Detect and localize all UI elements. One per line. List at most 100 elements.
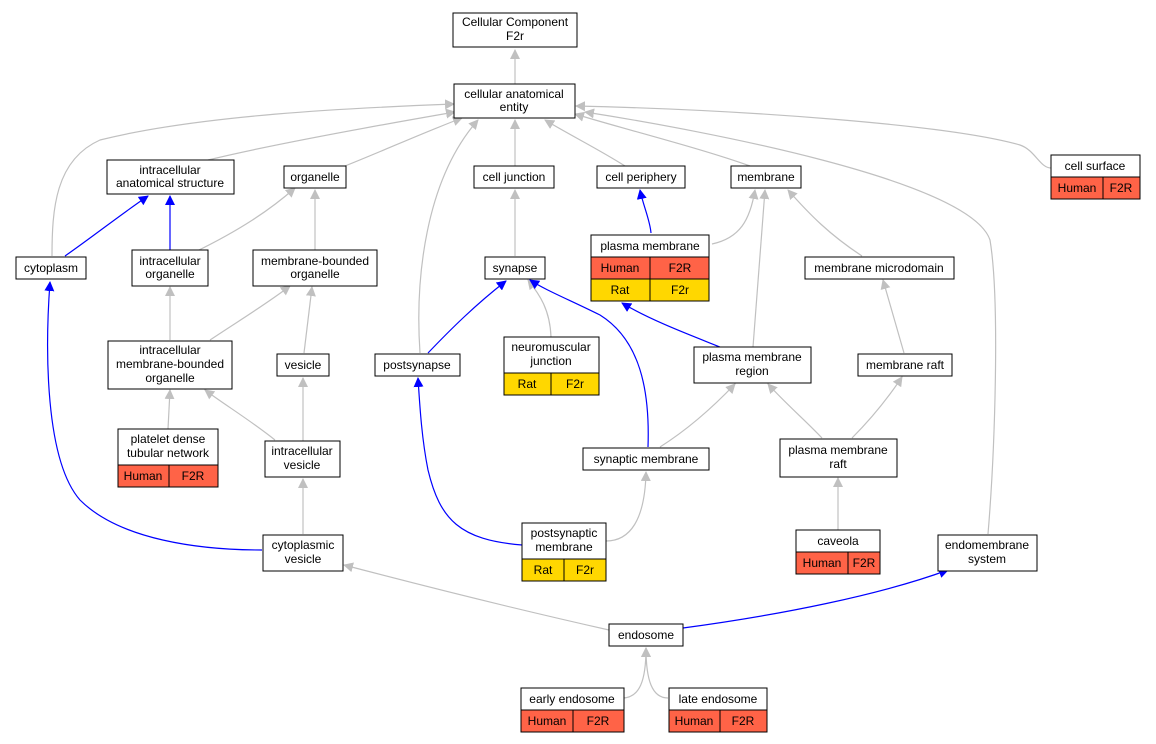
node-intracellular-membrane-bounded-organelle[interactable]: intracellular membrane-bounded organelle [107, 340, 233, 390]
edge-postsynapse-to-cae [418, 119, 479, 354]
gene-cell: F2R [1110, 181, 1133, 195]
node-plasma-membrane-raft[interactable]: plasma membrane raft [779, 438, 898, 478]
edge-postsynapse-partof-synapse [427, 280, 507, 354]
node-label: raft [829, 457, 847, 471]
node-intracellular-vesicle[interactable]: intracellular vesicle [264, 440, 341, 478]
node-membrane-microdomain[interactable]: membrane microdomain [804, 256, 955, 280]
node-endomembrane-system[interactable]: endomembrane system [937, 534, 1038, 572]
edge-intraorg-to-organelle [194, 187, 296, 253]
node-cytoplasm[interactable]: cytoplasm [15, 256, 87, 280]
edge-cellsurface-to-cae [575, 101, 1052, 169]
node-caveola[interactable]: caveola Human F2R [795, 529, 881, 575]
edge-synmem-to-pmr [659, 383, 736, 448]
node-label: membrane-bounded [116, 357, 224, 371]
gene-cell: F2R [182, 469, 205, 483]
edge-mraft-to-mmd [880, 279, 905, 354]
gene-cell: F2r [566, 377, 584, 391]
node-label: organelle [145, 267, 195, 281]
edges [44, 49, 1052, 699]
node-endosome[interactable]: endosome [608, 623, 684, 647]
node-intracellular-organelle[interactable]: intracellular organelle [131, 249, 209, 287]
node-label: late endosome [679, 692, 758, 706]
node-label: vesicle [285, 552, 322, 566]
edge-membrane-to-cae [574, 111, 751, 167]
node-intracellular-anatomical-structure[interactable]: intracellular anatomical structure [106, 159, 235, 195]
node-label: entity [500, 100, 529, 114]
species-cell: Human [528, 714, 567, 728]
node-label: membrane microdomain [814, 261, 943, 275]
node-plasma-membrane[interactable]: plasma membrane Human F2R Rat F2r [590, 234, 710, 302]
node-late-endosome[interactable]: late endosome Human F2R [668, 687, 768, 733]
gene-cell: F2r [576, 563, 594, 577]
node-early-endosome[interactable]: early endosome Human F2R [520, 687, 625, 733]
node-label: intracellular [139, 163, 200, 177]
node-label: cytoplasm [24, 261, 78, 275]
node-postsynaptic-membrane[interactable]: postsynaptic membrane Rat F2r [521, 522, 607, 582]
node-label: early endosome [529, 692, 615, 706]
node-label: postsynapse [383, 358, 451, 372]
node-label: cellular anatomical [464, 87, 563, 101]
node-label: cell surface [1065, 159, 1126, 173]
node-membrane-bounded-organelle[interactable]: membrane-bounded organelle [252, 249, 378, 287]
node-label: intracellular [139, 254, 200, 268]
edge-psm-partof-postsynapse [413, 377, 523, 546]
edge-psm-to-synmem [605, 471, 651, 542]
node-synaptic-membrane[interactable]: synaptic membrane [582, 447, 710, 471]
node-label: plasma membrane [788, 443, 888, 457]
node-label: postsynaptic [531, 526, 598, 540]
edge-ias-to-cae [207, 108, 456, 161]
node-cell-periphery[interactable]: cell periphery [596, 165, 686, 189]
node-vesicle[interactable]: vesicle [276, 353, 330, 377]
species-cell: Human [1058, 181, 1097, 195]
edge-pmr-partof-pm [621, 302, 721, 348]
edge-iv-to-imbo [204, 389, 276, 441]
gene-cell: F2R [732, 714, 755, 728]
node-label: organelle [290, 267, 340, 281]
node-label: anatomical structure [116, 176, 224, 190]
node-label: platelet dense [131, 432, 206, 446]
edge-imbo-to-mbo [209, 285, 291, 341]
node-platelet-dense-tubular-network[interactable]: platelet dense tubular network Human F2R [117, 428, 219, 488]
title-line2: F2r [506, 29, 524, 43]
node-cytoplasmic-vesicle[interactable]: cytoplasmic vesicle [262, 534, 344, 572]
node-label: cell periphery [605, 170, 676, 184]
edge-cytoplasm-to-cae [51, 99, 455, 257]
node-label: synaptic membrane [594, 452, 699, 466]
node-label: junction [529, 354, 571, 368]
node-cellular-component[interactable]: Cellular Component F2r [452, 12, 578, 48]
node-label: vesicle [285, 358, 322, 372]
gene-cell: F2r [671, 283, 689, 297]
nodes: Cellular Component F2r cellular anatomic… [15, 12, 1141, 733]
species-cell: Rat [611, 283, 630, 297]
gene-cell: F2R [587, 714, 610, 728]
node-membrane[interactable]: membrane [730, 165, 802, 189]
node-synapse[interactable]: synapse [484, 256, 546, 280]
species-cell: Human [601, 261, 640, 275]
node-cell-surface[interactable]: cell surface Human F2R [1050, 154, 1141, 200]
node-plasma-membrane-region[interactable]: plasma membrane region [693, 346, 812, 384]
node-label: cell junction [483, 170, 546, 184]
node-label: vesicle [284, 458, 321, 472]
edge-pm-partof-cellperiphery [636, 189, 652, 234]
node-label: plasma membrane [600, 239, 700, 253]
node-membrane-raft[interactable]: membrane raft [857, 353, 953, 377]
node-label: membrane [535, 540, 593, 554]
species-cell: Rat [534, 563, 553, 577]
gene-cell: F2R [853, 556, 876, 570]
node-neuromuscular-junction[interactable]: neuromuscular junction Rat F2r [503, 336, 600, 396]
edge-cytoplasm-partof-ias [64, 195, 149, 257]
node-cell-junction[interactable]: cell junction [473, 165, 555, 189]
node-cellular-anatomical-entity[interactable]: cellular anatomical entity [453, 83, 576, 119]
edge-pdtn-to-imbo [164, 389, 175, 430]
edge-pmraft-to-pmr [767, 383, 823, 439]
node-label: organelle [290, 170, 340, 184]
species-cell: Human [124, 469, 163, 483]
edge-vesicle-to-mbo [303, 286, 316, 354]
edge-pmr-to-membrane [752, 189, 770, 348]
node-label: cytoplasmic [272, 538, 335, 552]
node-organelle[interactable]: organelle [283, 165, 347, 189]
edge-late-to-endosome [641, 647, 669, 699]
node-postsynapse[interactable]: postsynapse [374, 353, 461, 377]
edge-endomembrane-to-cae [584, 108, 997, 535]
